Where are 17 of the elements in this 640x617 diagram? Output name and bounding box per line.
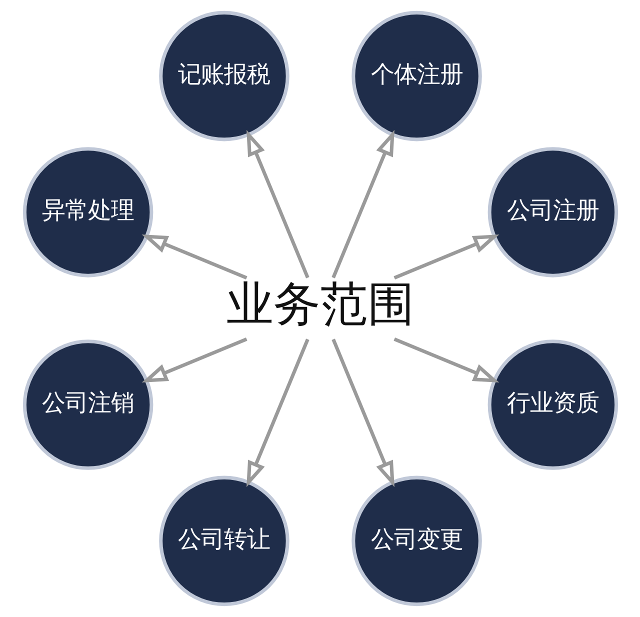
node-text: 业务范围	[226, 277, 414, 332]
node-circle: 公司注册	[487, 147, 618, 278]
node-circle: 个体注册	[351, 10, 482, 142]
node-circle: 记账报税	[158, 10, 289, 142]
node-circle: 行业资质	[487, 340, 618, 470]
arrow	[246, 338, 309, 488]
node-circle: 异常处理	[22, 147, 153, 278]
arrow	[331, 338, 394, 488]
node-circle: 公司转让	[158, 476, 289, 606]
arrow	[141, 234, 247, 280]
arrow	[393, 337, 499, 383]
arrow	[331, 130, 394, 278]
node-circle: 公司注销	[22, 340, 153, 470]
arrow	[246, 130, 309, 278]
arrow	[393, 234, 499, 280]
arrow	[141, 337, 247, 383]
node-circle: 公司变更	[351, 476, 482, 606]
